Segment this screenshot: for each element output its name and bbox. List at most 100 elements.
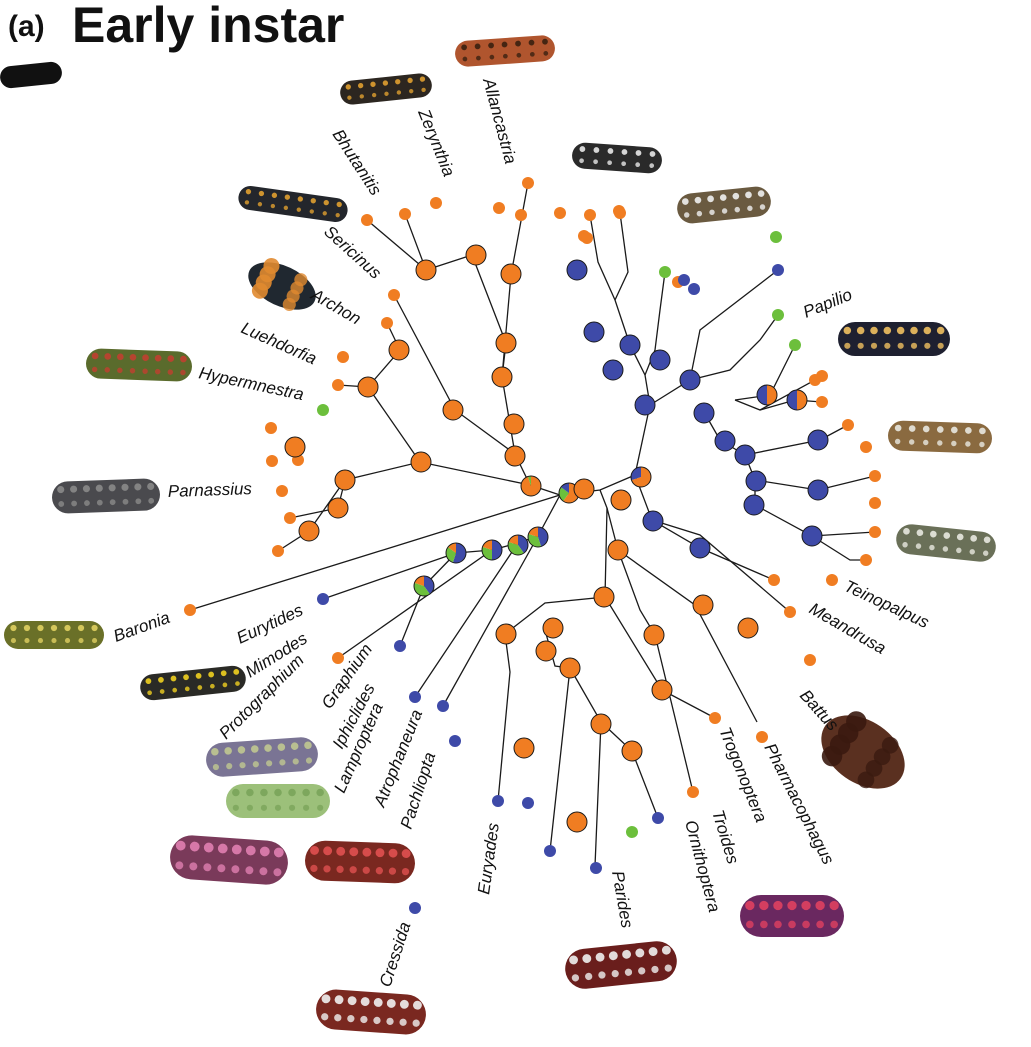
tip-state-23 — [659, 266, 671, 278]
tip-state-32 — [809, 374, 821, 386]
tip-state-52 — [492, 795, 504, 807]
branch-10 — [754, 480, 876, 537]
tip-state-33 — [816, 396, 828, 408]
tip-state-57 — [332, 652, 344, 664]
caterpillar-photo-21 — [0, 61, 62, 89]
branch-18 — [569, 667, 602, 867]
tip-state-58 — [317, 593, 329, 605]
node-pie-15 — [520, 475, 542, 497]
branch-16 — [497, 507, 608, 802]
label-sericinus: Sericinus — [320, 222, 385, 283]
tip-state-42 — [784, 606, 796, 618]
node-pie-28 — [679, 369, 701, 391]
node-pie-31 — [734, 444, 756, 466]
caterpillar-photo-19 — [572, 142, 662, 174]
node-pie-4 — [491, 366, 513, 388]
tip-state-26 — [678, 274, 690, 286]
branch-1 — [614, 212, 629, 301]
tip-state-49 — [590, 862, 602, 874]
ancestral-state-pies — [284, 244, 829, 833]
caterpillar-photo-12 — [316, 989, 426, 1035]
tip-state-43 — [804, 654, 816, 666]
node-pie-52 — [495, 623, 517, 645]
tip-state-7 — [381, 317, 393, 329]
node-pie-37 — [807, 479, 829, 501]
node-pie-44 — [651, 679, 673, 701]
caterpillar-photo-5 — [52, 478, 160, 514]
tip-state-29 — [772, 309, 784, 321]
node-pie-35 — [786, 389, 808, 411]
tip-state-10 — [265, 422, 277, 434]
node-pie-19 — [630, 466, 652, 488]
tip-state-13 — [276, 485, 288, 497]
tip-state-46 — [687, 786, 699, 798]
caterpillar-photo-15 — [821, 711, 905, 789]
node-pie-24 — [602, 359, 624, 381]
label-parnassius: Parnassius — [167, 479, 252, 501]
tip-state-35 — [860, 441, 872, 453]
node-pie-0 — [500, 263, 522, 285]
node-pie-8 — [357, 376, 379, 398]
node-pie-50 — [535, 640, 557, 662]
node-pie-40 — [607, 539, 629, 561]
label-allancastria: Allancastria — [479, 75, 520, 166]
caterpillar-photo-16 — [896, 524, 996, 562]
node-pie-9 — [334, 469, 356, 491]
tip-state-8 — [332, 379, 344, 391]
caterpillar-photo-8 — [206, 737, 318, 777]
tip-state-41 — [768, 574, 780, 586]
tip-state-27 — [770, 231, 782, 243]
node-pie-3 — [495, 332, 517, 354]
node-pie-43 — [737, 617, 759, 639]
tip-state-21 — [581, 232, 593, 244]
node-pie-18 — [610, 489, 632, 511]
branch-0 — [559, 214, 651, 496]
node-pie-48 — [513, 737, 535, 759]
node-pie-11 — [327, 497, 349, 519]
node-pie-17 — [573, 478, 595, 500]
node-pie-36 — [807, 429, 829, 451]
node-pie-14 — [504, 445, 526, 467]
node-pie-41 — [643, 624, 665, 646]
tip-state-48 — [626, 826, 638, 838]
label-euryades: Euryades — [474, 821, 503, 895]
branch-25 — [399, 552, 457, 647]
caterpillar-photo-10 — [170, 835, 288, 885]
caterpillar-photo-17 — [888, 420, 992, 454]
label-battus: Battus — [796, 686, 843, 735]
tip-state-39 — [860, 554, 872, 566]
branch-21 — [442, 494, 561, 707]
node-pie-5 — [503, 413, 525, 435]
tip-state-55 — [409, 691, 421, 703]
tip-state-14 — [284, 512, 296, 524]
node-pie-47 — [566, 811, 588, 833]
tip-state-24 — [688, 283, 700, 295]
caterpillar-photo-7 — [140, 665, 246, 701]
caterpillar-photo-14 — [740, 895, 844, 937]
node-pie-54 — [481, 539, 503, 561]
caterpillar-photo-13 — [565, 941, 677, 989]
branch-4 — [689, 314, 779, 381]
node-pie-49 — [559, 657, 581, 679]
node-pie-56 — [527, 526, 549, 548]
tip-state-38 — [869, 526, 881, 538]
tip-state-37 — [869, 497, 881, 509]
node-pie-51 — [542, 617, 564, 639]
node-pie-33 — [743, 494, 765, 516]
tip-state-34 — [842, 419, 854, 431]
branch-26 — [189, 494, 561, 611]
caterpillar-photo-2 — [238, 186, 348, 222]
node-pie-42 — [692, 594, 714, 616]
label-troides: Troides — [708, 808, 743, 867]
caterpillar-photo-0 — [455, 35, 555, 67]
tip-state-54 — [437, 700, 449, 712]
node-pie-10 — [298, 520, 320, 542]
node-pie-2 — [415, 259, 437, 281]
label-papilio: Papilio — [800, 285, 854, 322]
branch-24 — [322, 549, 493, 600]
tip-state-59 — [184, 604, 196, 616]
branch-15 — [617, 549, 758, 723]
panel-title: Early instar — [72, 0, 344, 53]
tip-state-60 — [409, 902, 421, 914]
caterpillar-photo-18 — [838, 322, 950, 356]
